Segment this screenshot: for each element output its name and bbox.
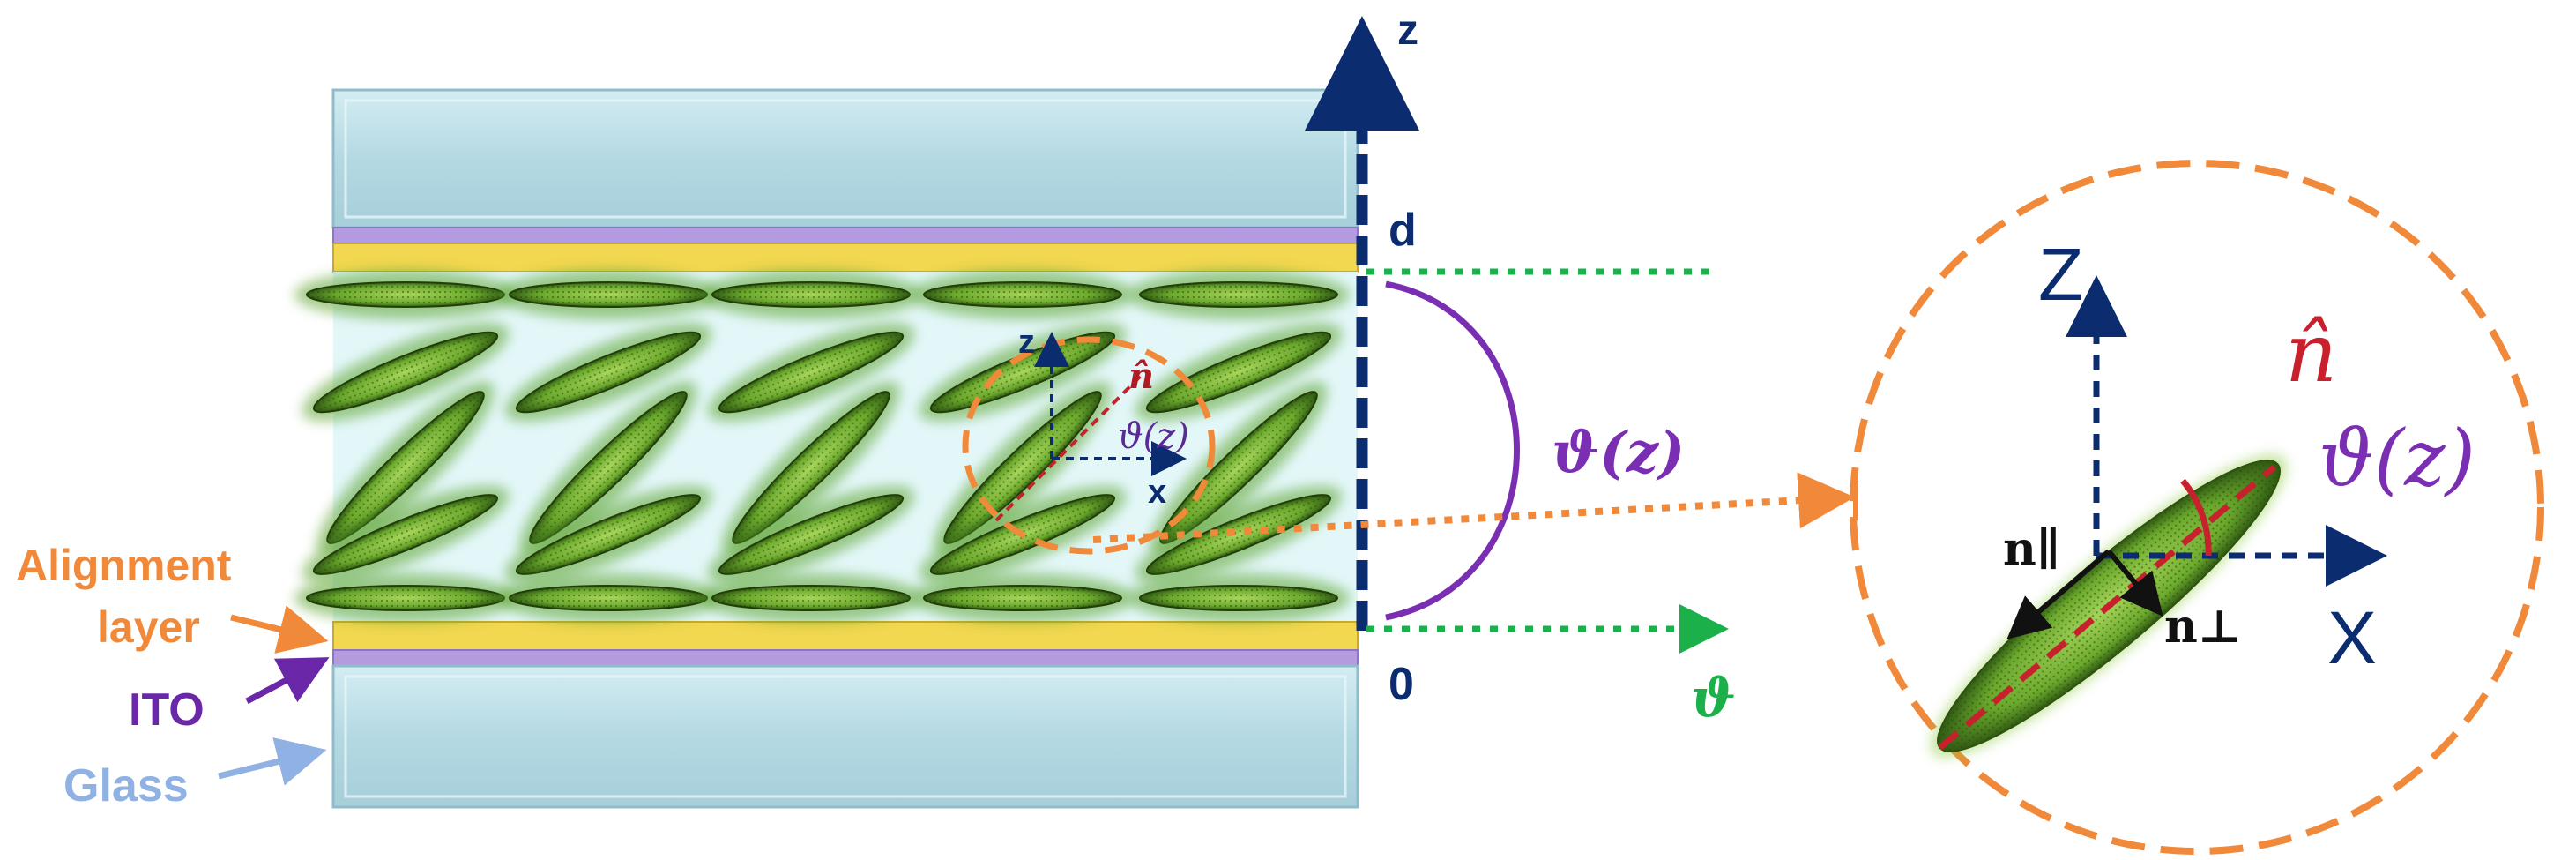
lc-molecule bbox=[1135, 323, 1343, 422]
zoom-n-label: n̂ bbox=[2285, 306, 2337, 400]
lc-molecule bbox=[302, 485, 510, 584]
zoom-molecule bbox=[1931, 454, 2287, 758]
lc-molecule bbox=[1128, 573, 1350, 623]
lc-molecule bbox=[912, 270, 1134, 319]
ito-arrow bbox=[245, 657, 330, 705]
bottom-glass bbox=[331, 664, 1359, 809]
n-parallel-label: n∥ bbox=[2003, 522, 2060, 576]
inset-n-label: n̂ bbox=[1128, 355, 1154, 397]
inset-theta-label: ϑ(z) bbox=[1118, 416, 1189, 457]
alignment-label-line1: Alignment bbox=[16, 541, 232, 590]
alignment-label-line2: layer bbox=[97, 602, 200, 652]
lc-molecule bbox=[497, 573, 719, 623]
theta-z-label: ϑ(z) bbox=[1552, 420, 1685, 486]
lc-molecule bbox=[707, 485, 915, 584]
inset-z-label: z bbox=[1018, 324, 1035, 361]
n-perp-vector bbox=[2106, 550, 2163, 617]
theta-axis-label: ϑ bbox=[1691, 668, 1736, 729]
inset-x-label: x bbox=[1148, 474, 1166, 511]
theta-profile-curve bbox=[1385, 280, 1520, 621]
lc-molecule bbox=[316, 381, 495, 554]
theta-profile: ϑ ϑ(z) bbox=[1366, 268, 1736, 729]
lc-molecule bbox=[1135, 485, 1343, 584]
lc-molecule bbox=[497, 270, 719, 319]
top-glass bbox=[331, 88, 1359, 229]
top-ito-layer bbox=[332, 227, 1359, 244]
glass-label: Glass bbox=[63, 760, 189, 811]
lc-molecule bbox=[302, 323, 510, 422]
lc-molecule bbox=[1150, 381, 1328, 554]
lc-molecule bbox=[294, 573, 517, 623]
lc-molecule bbox=[912, 573, 1134, 623]
zoom-dashed-circle bbox=[1850, 160, 2544, 855]
cell-inset: z x n̂ ϑ(z) bbox=[962, 324, 1216, 555]
top-glass-bevel bbox=[344, 99, 1347, 219]
glass-arrow bbox=[218, 737, 327, 786]
bottom-alignment-layer bbox=[332, 621, 1359, 651]
n-parallel-vector bbox=[2006, 549, 2111, 639]
zoom-theta-label: ϑ(z) bbox=[2319, 413, 2475, 504]
zoom-x-label: X bbox=[2327, 596, 2377, 679]
zoom-connector-arrow bbox=[1092, 472, 1855, 543]
bottom-ito-layer bbox=[332, 649, 1359, 667]
lc-molecule bbox=[700, 270, 922, 319]
ito-label: ITO bbox=[129, 684, 205, 736]
n-perp-label: n⊥ bbox=[2164, 600, 2242, 654]
zoom-director-line bbox=[1938, 464, 2276, 751]
layer-labels: Alignment layer ITO Glass bbox=[16, 541, 330, 811]
zoom-z-label: Z bbox=[2038, 233, 2083, 316]
d-label: d bbox=[1389, 205, 1417, 256]
lc-molecule bbox=[722, 381, 900, 554]
z-axis: z d 0 bbox=[1305, 7, 1419, 710]
zoom-view: Z X n̂ ϑ(z) n∥ n⊥ bbox=[1850, 160, 2544, 855]
bottom-glass-bevel bbox=[344, 675, 1347, 798]
z-axis-label: z bbox=[1397, 7, 1418, 54]
lc-molecule bbox=[707, 323, 915, 422]
lc-molecule bbox=[519, 381, 697, 554]
inset-director-line bbox=[994, 369, 1148, 522]
zoom-angle-arc bbox=[2180, 478, 2212, 557]
lc-molecule bbox=[294, 270, 517, 319]
lc-molecule bbox=[504, 323, 712, 422]
lc-molecule bbox=[504, 485, 712, 584]
inset-dashed-circle bbox=[962, 336, 1216, 555]
lc-molecule bbox=[1128, 270, 1350, 319]
lc-molecule bbox=[700, 573, 922, 623]
alignment-arrow bbox=[230, 605, 329, 654]
top-alignment-layer bbox=[332, 243, 1359, 273]
zero-label: 0 bbox=[1389, 659, 1414, 710]
